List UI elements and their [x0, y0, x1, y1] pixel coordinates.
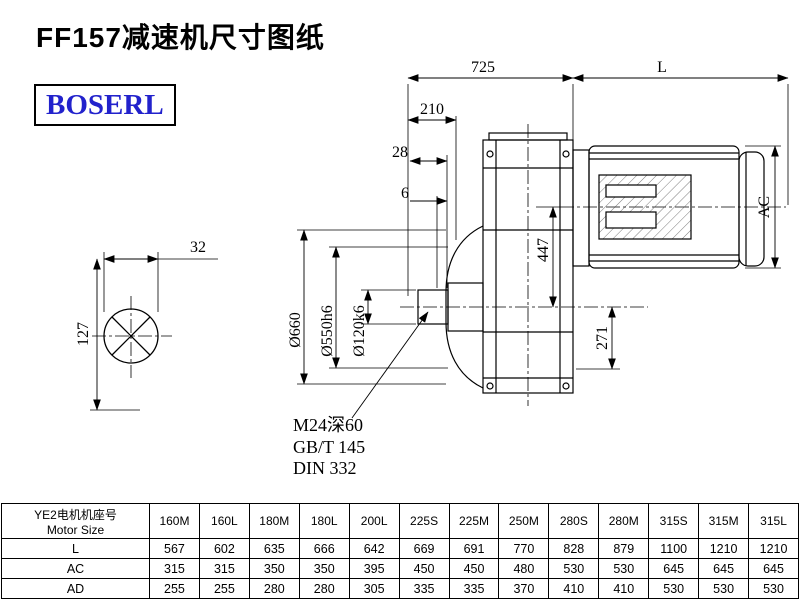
dim-447-label: 447	[535, 238, 552, 262]
dia-120k6-label: Ø120k6	[351, 305, 368, 357]
table-cell: 350	[298, 558, 350, 579]
table-cell: 666	[298, 538, 350, 559]
dimension-table: YE2电机机座号 Motor Size 160M 160L 180M 180L …	[1, 503, 799, 599]
table-cell: 879	[598, 538, 650, 559]
table-row-L: L 567 602 635 666 642 669 691 770 828 87…	[1, 538, 799, 559]
technical-drawing: 725 L 210 28 6 AC 447 271 Ø660 Ø550h6 Ø1…	[75, 59, 789, 478]
dim-28-label: 28	[392, 144, 408, 161]
table-cell: 691	[448, 538, 500, 559]
shaft-end-circle	[103, 308, 159, 364]
table-cell: 530	[598, 558, 650, 579]
dim-6-label: 6	[401, 185, 409, 202]
brand-logo: BOSERL	[34, 84, 176, 126]
table-row-AC: AC 315 315 350 350 395 450 450 480 530 5…	[1, 558, 799, 579]
output-flange-and-shaft	[417, 225, 484, 389]
table-cell: 669	[398, 538, 450, 559]
table-cell: 642	[348, 538, 400, 559]
table-cell: 635	[248, 538, 300, 559]
dim-L-label: L	[657, 59, 667, 76]
column-header: 315S	[648, 503, 700, 539]
table-cell: 315	[198, 558, 250, 579]
motor	[572, 145, 765, 269]
motor-size-label-en: Motor Size	[46, 522, 105, 537]
column-header: 180L	[298, 503, 350, 539]
table-cell: 567	[149, 538, 200, 559]
motor-terminal-box	[605, 211, 657, 229]
row-label: AD	[1, 578, 150, 599]
table-cell: 770	[498, 538, 550, 559]
table-cell: 280	[298, 578, 350, 599]
note-din332: DIN 332	[293, 458, 357, 478]
dim-32-label: 32	[190, 239, 206, 256]
table-cell: 410	[598, 578, 650, 599]
table-cell: 480	[498, 558, 550, 579]
row-label: L	[1, 538, 150, 559]
table-cell: 450	[448, 558, 500, 579]
row-label: AC	[1, 558, 150, 579]
note-thread: M24深60	[293, 415, 363, 435]
table-cell: 645	[648, 558, 700, 579]
table-cell: 828	[548, 538, 600, 559]
table-cell: 1100	[648, 538, 700, 559]
table-header-row: YE2电机机座号 Motor Size 160M 160L 180M 180L …	[1, 503, 799, 539]
motor-flange	[572, 149, 590, 267]
column-header: 225M	[448, 503, 500, 539]
table-cell: 1210	[698, 538, 750, 559]
column-header: 160L	[198, 503, 250, 539]
motor-size-header-cell: YE2电机机座号 Motor Size	[1, 503, 150, 539]
column-header: 200L	[348, 503, 400, 539]
table-cell: 315	[149, 558, 200, 579]
table-cell: 450	[398, 558, 450, 579]
table-cell: 1210	[748, 538, 799, 559]
table-cell: 410	[548, 578, 600, 599]
table-cell: 335	[448, 578, 500, 599]
table-cell: 335	[398, 578, 450, 599]
table-cell: 370	[498, 578, 550, 599]
dim-271-label: 271	[594, 326, 611, 350]
table-cell: 255	[198, 578, 250, 599]
note-gbt145: GB/T 145	[293, 437, 365, 457]
thread-leader-line	[351, 311, 429, 419]
table-cell: 602	[198, 538, 250, 559]
dim-210-label: 210	[420, 101, 444, 118]
table-cell: 280	[248, 578, 300, 599]
table-cell: 395	[348, 558, 400, 579]
table-cell: 255	[149, 578, 200, 599]
dia-660-label: Ø660	[287, 312, 304, 348]
left-view-shaft-end	[103, 308, 159, 364]
centerlines	[92, 124, 786, 406]
table-cell: 530	[548, 558, 600, 579]
column-header: 250M	[498, 503, 550, 539]
dim-127-label: 127	[75, 322, 92, 346]
motor-fan-cover	[738, 151, 765, 267]
dim-725-label: 725	[471, 59, 495, 76]
column-header: 315M	[698, 503, 750, 539]
dia-550h6-label: Ø550h6	[319, 305, 336, 357]
table-cell: 350	[248, 558, 300, 579]
dimension-lines	[93, 74, 789, 419]
page-title: FF157减速机尺寸图纸	[36, 22, 325, 53]
column-header: 280S	[548, 503, 600, 539]
column-header: 315L	[748, 503, 799, 539]
shaft-end-cross	[111, 316, 151, 356]
motor-nameplate	[605, 184, 657, 198]
table-cell: 305	[348, 578, 400, 599]
motor-size-label-cn: YE2电机机座号	[34, 507, 117, 522]
table-cell: 645	[748, 558, 799, 579]
column-header: 180M	[248, 503, 300, 539]
table-cell: 530	[698, 578, 750, 599]
table-cell: 530	[748, 578, 799, 599]
column-header: 160M	[149, 503, 200, 539]
dim-AC-label: AC	[756, 196, 773, 218]
column-header: 225S	[398, 503, 450, 539]
table-cell: 645	[698, 558, 750, 579]
table-row-AD: AD 255 255 280 280 305 335 335 370 410 4…	[1, 578, 799, 599]
column-header: 280M	[598, 503, 650, 539]
motor-fins	[589, 152, 739, 262]
table-cell: 530	[648, 578, 700, 599]
